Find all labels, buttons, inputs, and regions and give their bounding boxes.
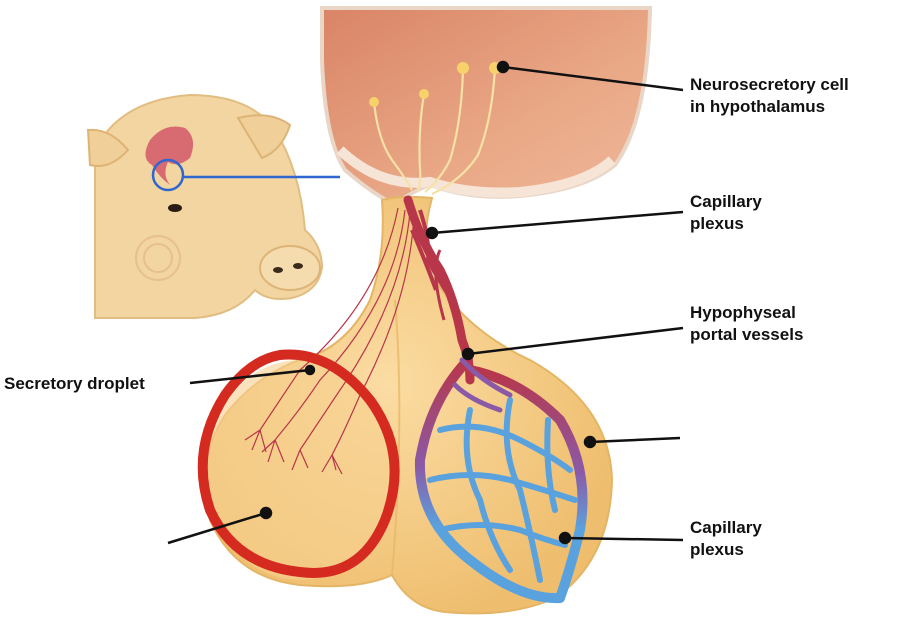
hypothalamus	[320, 6, 653, 208]
axons	[244, 207, 415, 475]
neuron-bodies	[369, 62, 501, 107]
label-hypophyseal-portal-vessels: Hypophyseal portal vessels	[690, 303, 804, 344]
pig-brain	[145, 126, 194, 185]
leader-lines	[167, 60, 684, 545]
posterior-lobe	[205, 360, 395, 580]
pig-head	[86, 93, 324, 319]
label-capillary-plexus-top: Capillary plexus	[690, 192, 762, 233]
highlight-circle	[197, 349, 400, 578]
neurosecretory-cells	[372, 67, 497, 195]
label-capillary-plexus-bottom: Capillary plexus	[690, 518, 762, 559]
locator-circle	[151, 158, 185, 192]
label-neurosecretory-cell: Neurosecretory cell in hypothalamus	[690, 75, 849, 116]
pig-eye	[168, 204, 182, 212]
label-secretory-droplet: Secretory droplet	[4, 374, 145, 393]
